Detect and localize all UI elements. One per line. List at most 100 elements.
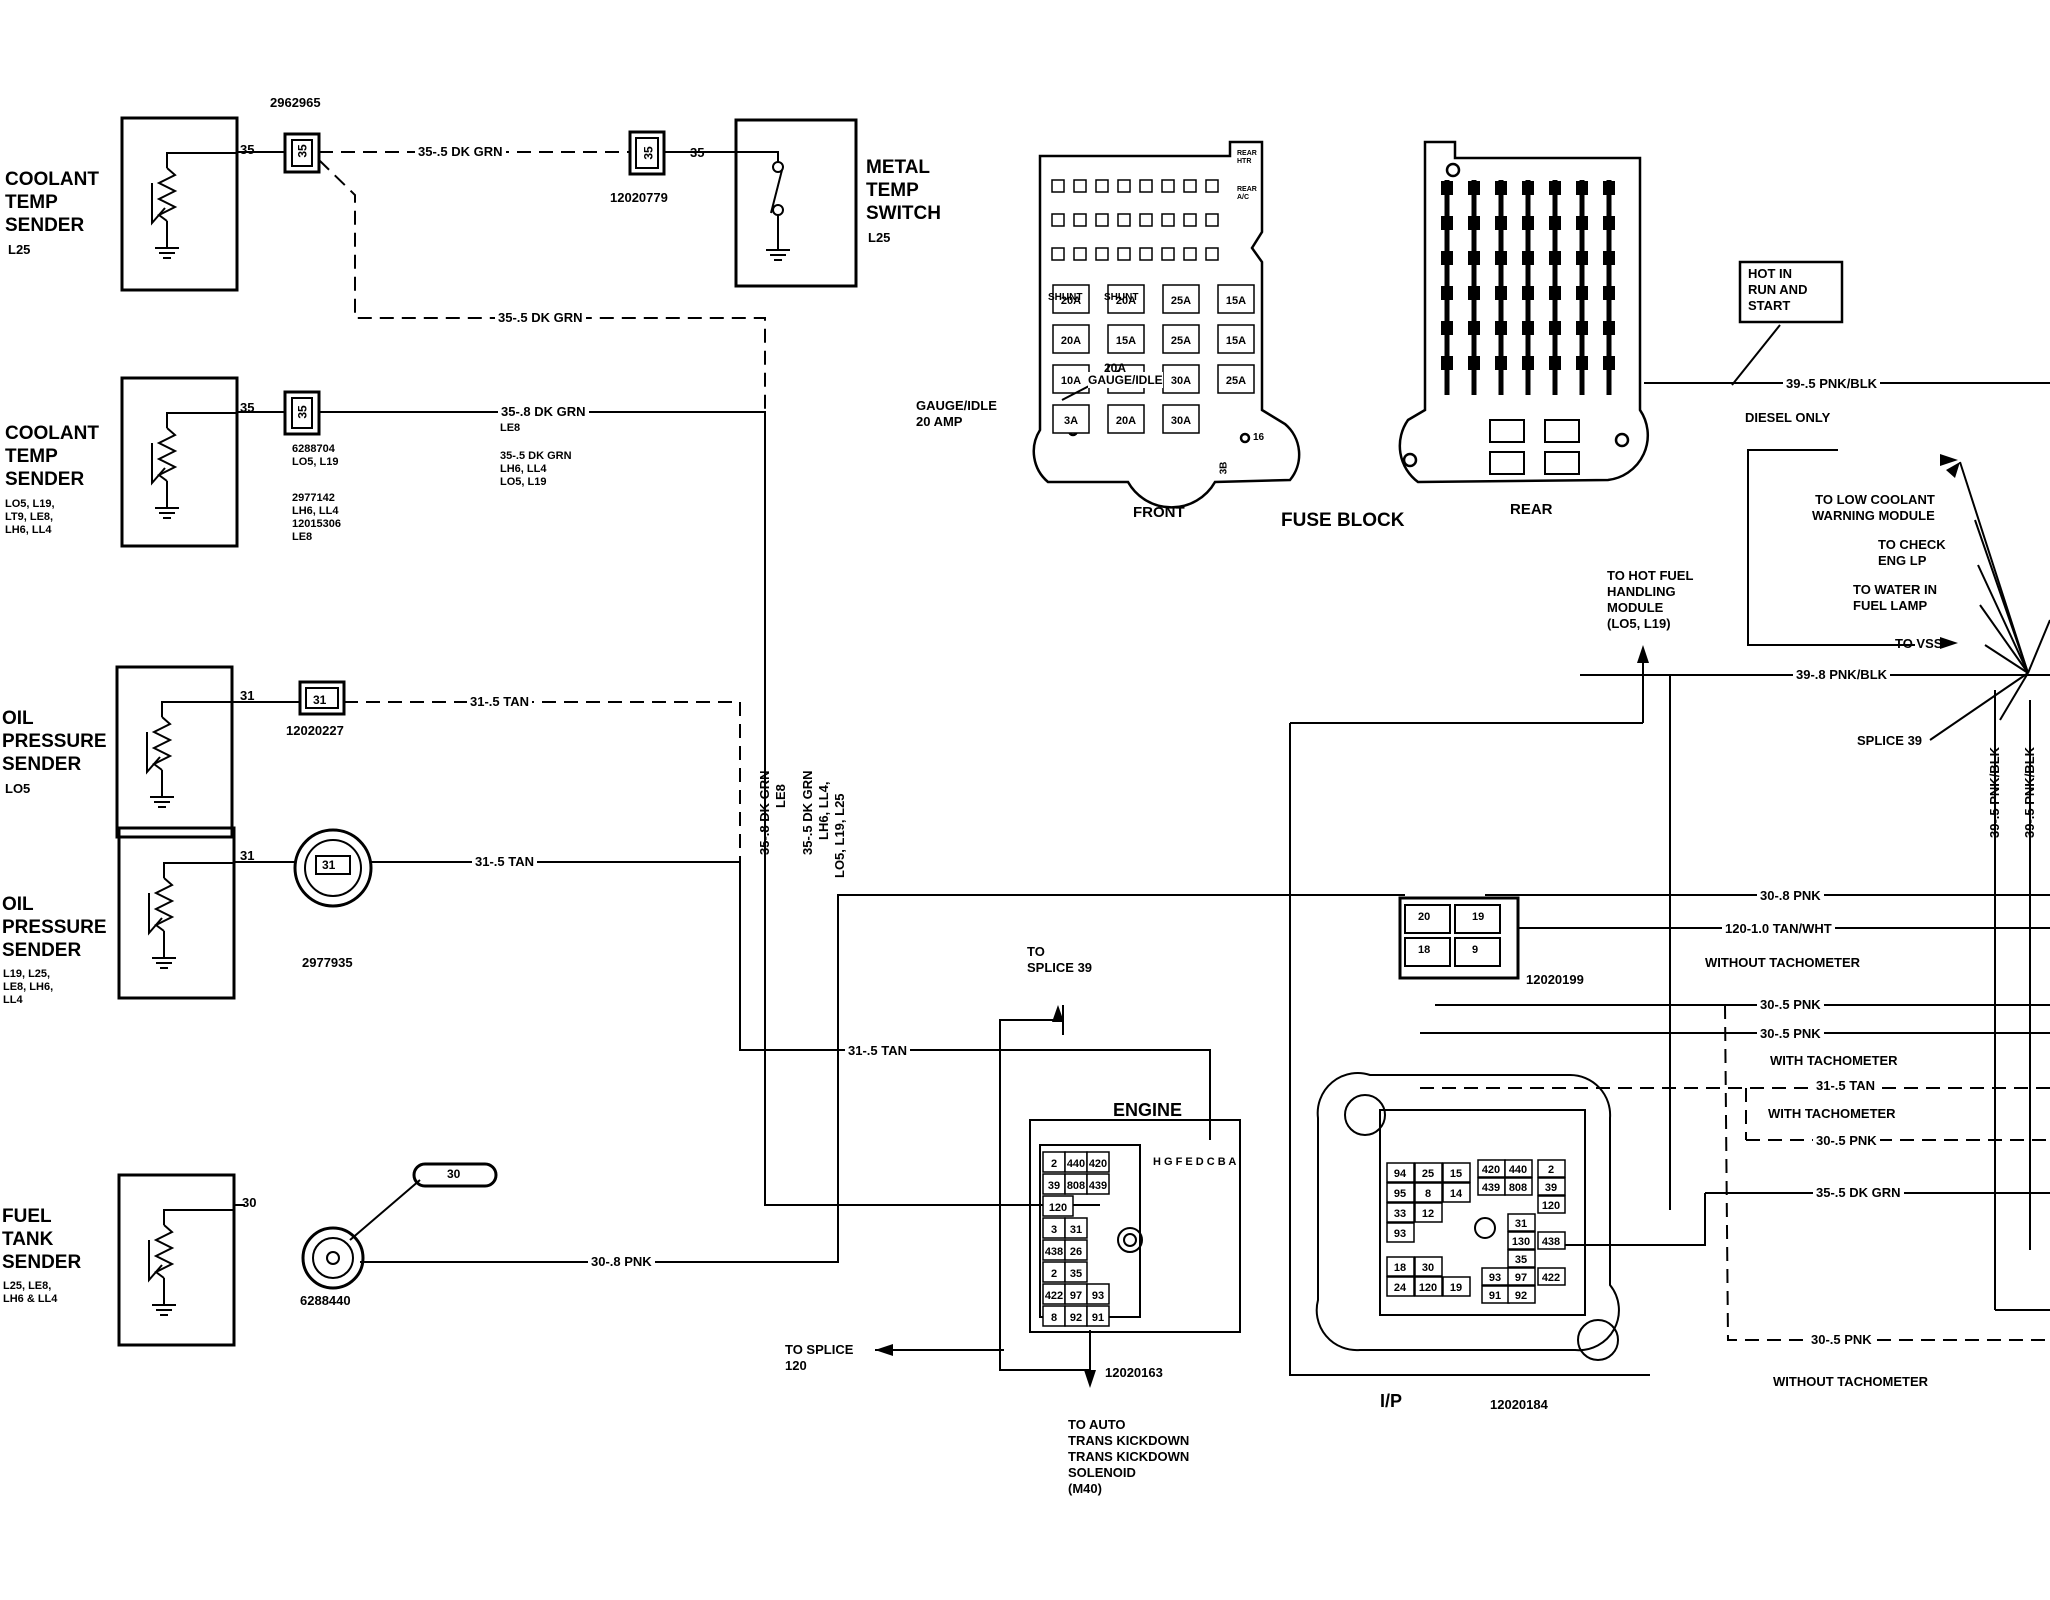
connector-label-12020227: 12020227 bbox=[286, 723, 344, 738]
fuse-slot bbox=[1073, 179, 1087, 193]
variable-resistor-icon bbox=[151, 152, 237, 259]
fuse-value: 20A bbox=[1116, 415, 1136, 427]
rear-htr-tag: REAR HTR bbox=[1237, 150, 1257, 165]
pin-number: 3 bbox=[1051, 1224, 1057, 1236]
wire-label: 30-.8 PNK bbox=[1757, 888, 1824, 903]
pin-cell: 422 bbox=[1042, 1283, 1066, 1305]
terminal bbox=[1549, 180, 1561, 395]
sensor-5-title: FUEL TANK SENDER bbox=[2, 1206, 82, 1273]
pin-cell: 438 bbox=[1042, 1239, 1066, 1261]
with-tach-label: WITH TACHOMETER bbox=[1768, 1106, 1896, 1121]
fuse-slot bbox=[1183, 213, 1197, 227]
fuse-slot bbox=[1095, 213, 1109, 227]
pin-cell: 97 bbox=[1507, 1267, 1536, 1286]
terminal bbox=[1441, 180, 1453, 395]
with-tach-label: WITH TACHOMETER bbox=[1770, 1053, 1898, 1068]
pin-cell: 39 bbox=[1537, 1177, 1566, 1196]
fuse-value: 25A bbox=[1171, 295, 1191, 307]
fuse-value: 25A bbox=[1226, 375, 1246, 387]
pin-cell: 94 bbox=[1386, 1162, 1415, 1183]
fuse-slot bbox=[1139, 179, 1153, 193]
splice39-label: SPLICE 39 bbox=[1857, 733, 1923, 748]
pin-number: 25 bbox=[1422, 1168, 1434, 1180]
pin-number: 808 bbox=[1067, 1180, 1085, 1192]
pin-number: 92 bbox=[1070, 1312, 1082, 1324]
arrow-down-icon bbox=[1084, 1370, 1096, 1388]
wire-label: 31-.5 TAN bbox=[1813, 1078, 1878, 1093]
fuse-slot bbox=[1117, 213, 1131, 227]
wire-label-vertical: LO5, L19, L25 bbox=[832, 793, 847, 878]
connector-label-2977935: 2977935 bbox=[302, 955, 353, 970]
sensor-box-4 bbox=[117, 826, 236, 1000]
fuse-16: 16 bbox=[1253, 432, 1265, 443]
fuse: 20A bbox=[1052, 284, 1090, 314]
terminal bbox=[1489, 451, 1525, 475]
pin-number: 420 bbox=[1482, 1164, 1500, 1176]
gauge-fuse-name: GAUGE/IDLE bbox=[1088, 372, 1163, 388]
terminal bbox=[1544, 419, 1580, 443]
wire-label-vertical: LH6, LL4, bbox=[816, 781, 831, 840]
fuse-slot bbox=[1161, 247, 1175, 261]
pin-number: 14 bbox=[1450, 1188, 1463, 1200]
pin-number: 93 bbox=[1489, 1272, 1501, 1284]
pin-number: 438 bbox=[1045, 1246, 1063, 1258]
pin-cell: 92 bbox=[1064, 1305, 1088, 1327]
engine-label: ENGINE bbox=[1113, 1100, 1183, 1120]
low-coolant-label: TO LOW COOLANT WARNING MODULE bbox=[1812, 492, 1935, 523]
top-pin: 9 bbox=[1472, 944, 1479, 956]
engine-letters: H G F E D C B A bbox=[1153, 1156, 1237, 1168]
switch-term: 35 bbox=[690, 145, 705, 160]
pin-number: 422 bbox=[1542, 1272, 1560, 1284]
connector-label-6288704: 6288704 LO5, L19 bbox=[292, 443, 339, 468]
pin-cell: 93 bbox=[1086, 1283, 1110, 1305]
pin-cell: 439 bbox=[1477, 1177, 1506, 1196]
top-pin: 19 bbox=[1472, 911, 1485, 923]
sensor-5-sub: L25, LE8, LH6 & LL4 bbox=[3, 1280, 58, 1305]
pin-cell: 422 bbox=[1537, 1267, 1566, 1286]
fuse: 20A bbox=[1107, 404, 1145, 434]
pin-cell: 31 bbox=[1507, 1213, 1536, 1232]
diesel-only-label: DIESEL ONLY bbox=[1745, 410, 1831, 425]
fuse-slot bbox=[1205, 179, 1219, 193]
wire-label: 31-.5 TAN bbox=[472, 854, 537, 869]
fuse-slot bbox=[1183, 179, 1197, 193]
fuse-slot bbox=[1073, 213, 1087, 227]
fuse-slot bbox=[1205, 213, 1219, 227]
sensor-box-2 bbox=[120, 376, 239, 548]
pin-cell: 130 bbox=[1507, 1231, 1536, 1250]
without-tach-label: WITHOUT TACHOMETER bbox=[1773, 1374, 1929, 1389]
pin-number: 438 bbox=[1542, 1236, 1560, 1248]
fuse-value: 20A bbox=[1061, 295, 1081, 307]
fuse-block-rear-label: REAR bbox=[1510, 501, 1553, 518]
wire-label: 30-.5 PNK bbox=[1757, 997, 1824, 1012]
fuse-value: 15A bbox=[1116, 335, 1136, 347]
connector-label-alt: 2977142 LH6, LL4 12015306 LE8 bbox=[292, 492, 341, 543]
switch-sub: L25 bbox=[868, 230, 891, 245]
pin-number: 440 bbox=[1067, 1158, 1085, 1170]
pin-number: 94 bbox=[1394, 1168, 1407, 1180]
pin-number: 420 bbox=[1089, 1158, 1107, 1170]
switch-title: METAL TEMP SWITCH bbox=[866, 157, 941, 224]
connector-pin: 35 bbox=[295, 144, 310, 158]
connector-pin: 35 bbox=[641, 146, 656, 160]
wire-label-vertical: 39-.5 PNK/BLK bbox=[2022, 746, 2037, 838]
to-auto-label: TO AUTO TRANS KICKDOWN TRANS KICKDOWN SO… bbox=[1068, 1417, 1190, 1496]
switch-box bbox=[734, 118, 858, 288]
sensor-5-term: 30 bbox=[242, 1195, 257, 1210]
fuse: 3A bbox=[1052, 404, 1090, 434]
pin-number: 31 bbox=[1515, 1218, 1527, 1230]
fuse: 25A bbox=[1217, 364, 1255, 394]
fuse-value: 20A bbox=[1116, 295, 1136, 307]
ip-connector bbox=[1315, 1072, 1620, 1352]
pin-cell: 35 bbox=[1507, 1249, 1536, 1268]
wire-label-vertical: 39-.5 PNK/BLK bbox=[1987, 746, 2002, 838]
fuse-block-title: FUSE BLOCK bbox=[1281, 510, 1405, 531]
engine-connector-part: 12020163 bbox=[1105, 1365, 1163, 1380]
pin-cell: 12 bbox=[1414, 1202, 1443, 1223]
pin-cell: 26 bbox=[1064, 1239, 1088, 1261]
fuse: 15A bbox=[1217, 324, 1255, 354]
pin-number: 8 bbox=[1425, 1188, 1431, 1200]
pin-cell: 24 bbox=[1386, 1276, 1415, 1297]
wire-label: 31-.5 TAN bbox=[845, 1043, 910, 1058]
